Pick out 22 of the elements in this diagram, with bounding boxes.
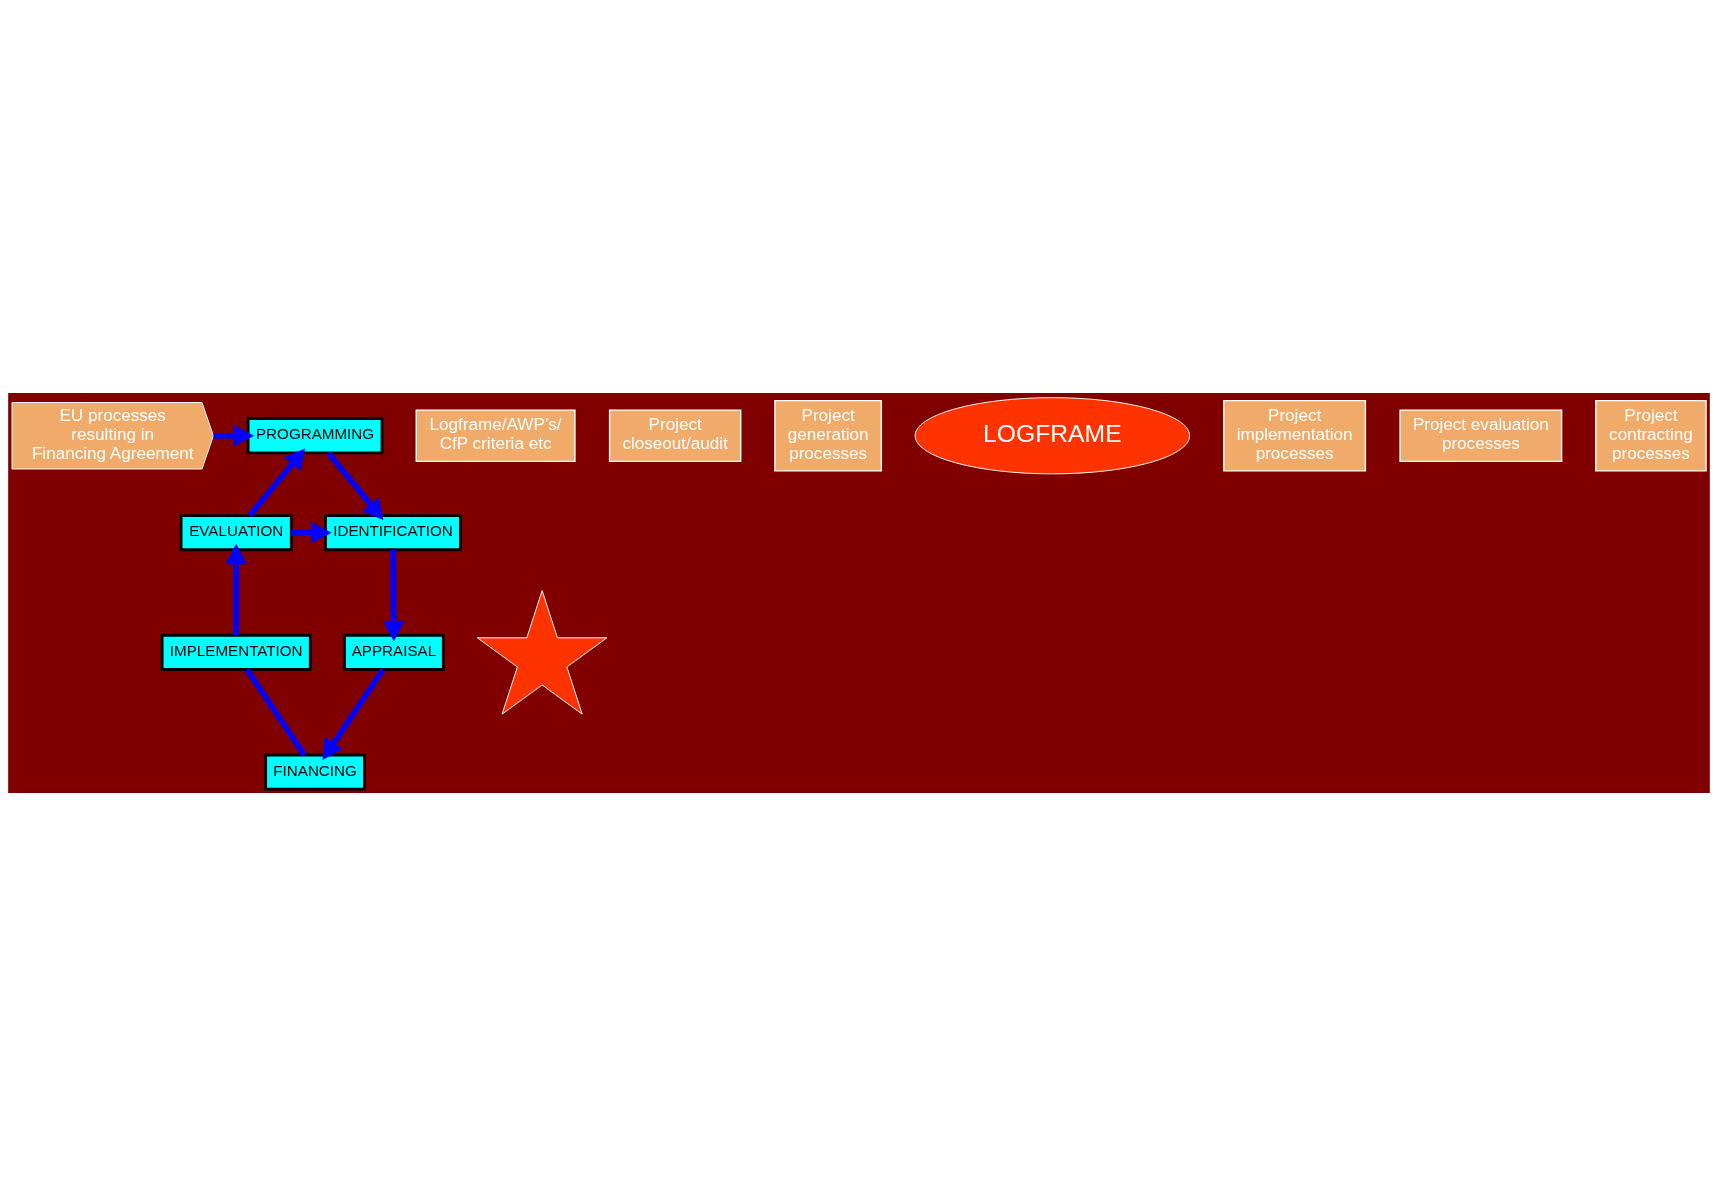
- arrow: [247, 448, 306, 517]
- node-ellipse: LOGFRAME: [914, 396, 1191, 474]
- arrow: [326, 450, 384, 520]
- arrow: [291, 521, 332, 543]
- arrow: [322, 667, 386, 760]
- arrow: [382, 549, 405, 641]
- node-box: Project generation processes: [774, 399, 883, 472]
- node-box: FINANCING: [264, 753, 366, 791]
- node-box: EVALUATION: [179, 513, 293, 551]
- node-box: IMPLEMENTATION: [160, 633, 312, 671]
- node-box: PROGRAMMING: [246, 416, 384, 454]
- node-box: IDENTIFICATION: [324, 513, 462, 551]
- node-box: Logframe/AWP’s/ CfP criteria etc: [415, 408, 576, 462]
- node-star: [476, 589, 608, 715]
- node-box: Project implementation processes: [1223, 399, 1367, 472]
- connector: [244, 667, 307, 756]
- node-box: Project contracting processes: [1595, 399, 1707, 472]
- arrow: [213, 424, 255, 446]
- node-box: Project evaluation processes: [1399, 408, 1563, 462]
- node-box: APPRAISAL: [343, 633, 445, 671]
- node-box: Project closeout/audit: [608, 408, 742, 462]
- arrow: [225, 543, 247, 635]
